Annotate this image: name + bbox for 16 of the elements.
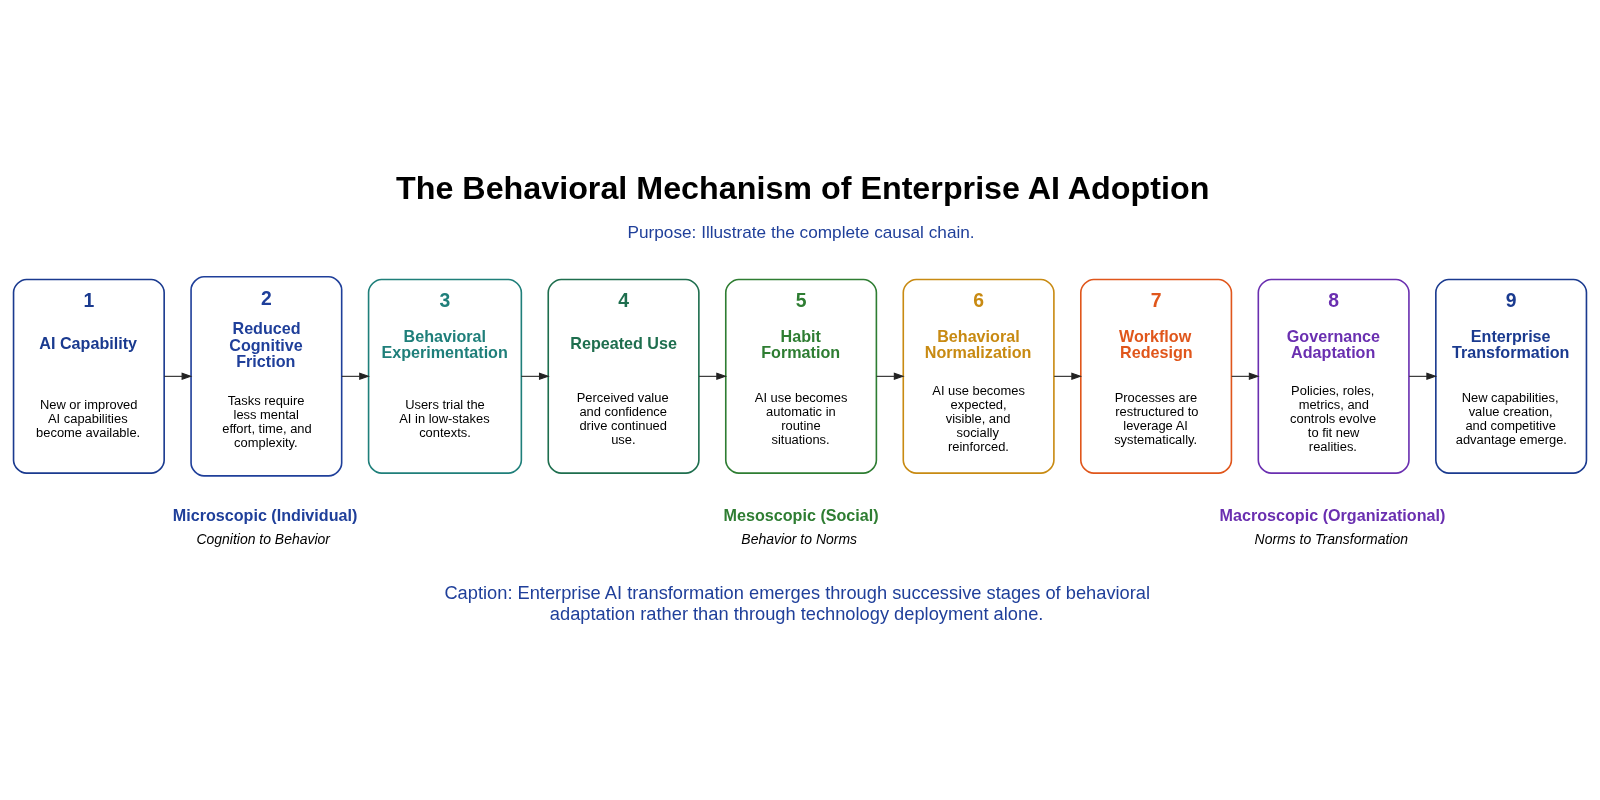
arrow — [520, 372, 550, 381]
caption: Caption: Enterprise AI transformation emerges through successive stages of behavioral adaptation rather than through technology deployment alone. — [444, 582, 1151, 624]
node-box: 6 Behavioral Normalization AI use becomes expected, visible, and socially reinforced. — [902, 278, 1055, 474]
diagram-title: The Behavioral Mechanism of Enterprise AI Adoption — [396, 170, 1210, 207]
node-text: Macroscopic (Organizational) Norms to Transformation — [1219, 505, 1446, 547]
node-text: Microscopic (Individual) Cognition to Behavior — [172, 505, 358, 547]
node-box: 7 Workflow Redesign Processes are restructured to leverage AI systematically. — [1080, 278, 1233, 474]
node-box: 3 Behavioral Experimentation Users trial the AI in low-stakes contexts. — [367, 278, 523, 474]
node-text: Mesoscopic (Social) Behavior to Norms — [723, 505, 879, 547]
node-box: 2 Reduced Cognitive Friction Tasks require less mental effort, time, and complexity. — [190, 276, 343, 477]
label: Purpose: Illustrate the complete causal chain. — [627, 221, 975, 242]
node-box: 1 AI Capability New or improved AI capabilities become available. — [12, 278, 165, 474]
node-box: 9 Enterprise Transformation New capabilities, value creation, and competitive advantage emerge. — [1435, 278, 1588, 474]
node-box: 5 Habit Formation AI use becomes automatic in routine situations. — [724, 278, 878, 474]
node-box: 8 Governance Adaptation Policies, roles, metrics, and controls evolve to fit new realities. — [1257, 278, 1410, 474]
node-box: 4 Repeated Use Perceived value and confidence drive continued use. — [547, 278, 700, 474]
